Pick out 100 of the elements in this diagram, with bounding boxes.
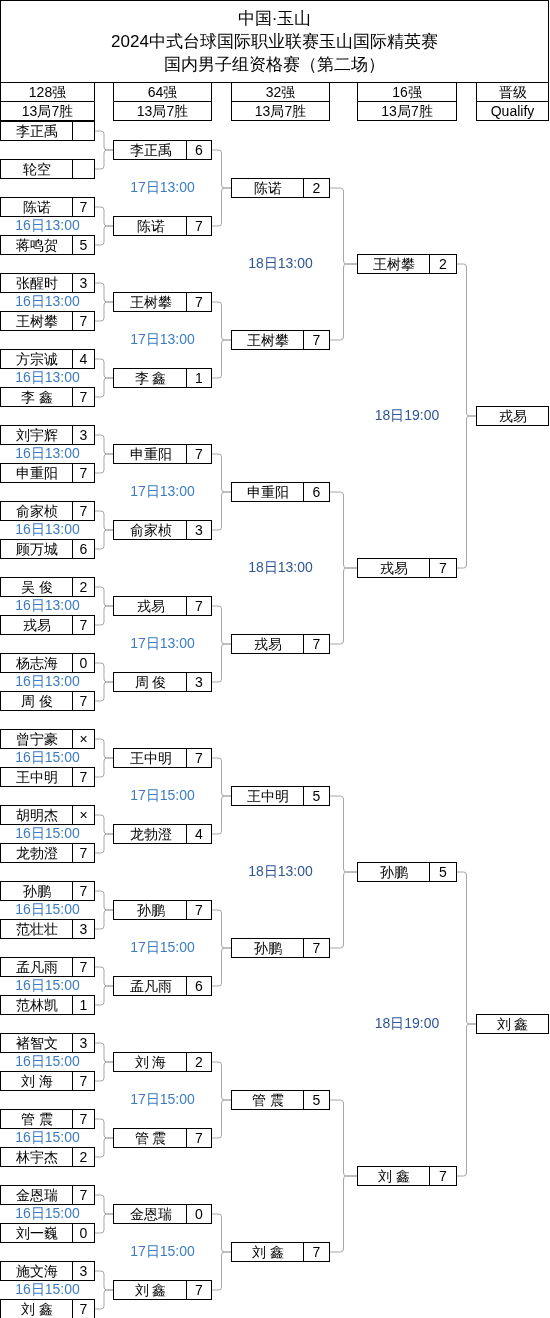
score-cell: 3 bbox=[72, 920, 94, 938]
player-name: 申重阳 bbox=[129, 445, 172, 463]
player-name: 林宇杰 bbox=[16, 1148, 58, 1166]
player-slot bbox=[0, 957, 95, 977]
score-cell: 7 bbox=[72, 1300, 94, 1318]
bracket-line bbox=[211, 795, 232, 835]
match-time: 16日15:00 bbox=[15, 976, 80, 995]
bracket-line bbox=[456, 415, 477, 569]
match-time: 17日15:00 bbox=[130, 1242, 195, 1261]
player-name: 龙勃澄 bbox=[16, 844, 58, 862]
player-slot bbox=[0, 1223, 95, 1243]
player-slot bbox=[231, 1090, 330, 1110]
player-slot bbox=[0, 501, 95, 521]
bracket-line bbox=[94, 1289, 114, 1310]
player-name: 王树攀 bbox=[16, 312, 58, 330]
score-cell: × bbox=[72, 730, 94, 748]
player-slot bbox=[113, 596, 212, 616]
player-slot bbox=[113, 140, 212, 160]
round-sublabel: 13局7胜 bbox=[254, 102, 307, 120]
score-cell: 7 bbox=[72, 1072, 94, 1090]
player-slot bbox=[113, 748, 212, 768]
player-name: 王树攀 bbox=[373, 255, 415, 273]
match-time: 17日15:00 bbox=[130, 786, 195, 805]
round-label: 32强 bbox=[265, 83, 296, 101]
player-name: 戎易 bbox=[23, 616, 51, 634]
player-slot bbox=[0, 349, 95, 369]
player-slot bbox=[0, 387, 95, 407]
player-slot bbox=[0, 463, 95, 483]
player-name: 戎易 bbox=[136, 597, 165, 615]
player-slot bbox=[357, 862, 457, 882]
round-label: 16强 bbox=[392, 83, 422, 101]
player-slot bbox=[113, 1052, 212, 1072]
score-cell: 3 bbox=[186, 521, 211, 539]
player-slot bbox=[0, 159, 95, 179]
score-cell: 3 bbox=[72, 426, 94, 444]
score-cell: 7 bbox=[303, 635, 329, 653]
score-cell: 7 bbox=[72, 198, 94, 216]
score-cell: 7 bbox=[303, 331, 329, 349]
score-cell: 2 bbox=[429, 255, 456, 273]
player-name: 王树攀 bbox=[129, 293, 172, 311]
bracket-line bbox=[211, 643, 232, 683]
player-name: 刘 鑫 bbox=[378, 1167, 410, 1185]
round-header bbox=[0, 82, 95, 121]
player-slot bbox=[0, 121, 95, 141]
score-cell: 3 bbox=[72, 1262, 94, 1280]
score-cell: 7 bbox=[72, 1110, 94, 1128]
score-cell: 0 bbox=[72, 654, 94, 672]
player-name: 孟凡雨 bbox=[129, 977, 172, 995]
player-slot bbox=[231, 330, 330, 350]
score-cell: 2 bbox=[186, 1053, 211, 1071]
player-name: 吴 俊 bbox=[21, 578, 53, 596]
match-time: 18日13:00 bbox=[248, 862, 313, 881]
score-cell: 7 bbox=[72, 692, 94, 710]
player-name: 顾万城 bbox=[16, 540, 58, 558]
title-box bbox=[0, 0, 549, 83]
bracket-line bbox=[94, 301, 114, 322]
player-slot bbox=[113, 1128, 212, 1148]
round-header bbox=[231, 82, 330, 121]
player-name: 褚智文 bbox=[16, 1034, 58, 1052]
player-slot bbox=[231, 178, 330, 198]
match-time: 16日15:00 bbox=[15, 824, 80, 843]
bracket-line bbox=[94, 149, 114, 170]
player-name: 周 俊 bbox=[134, 673, 167, 691]
round-header bbox=[357, 82, 457, 121]
score-cell: 3 bbox=[72, 274, 94, 292]
bracket-line bbox=[94, 985, 114, 1006]
player-slot bbox=[0, 197, 95, 217]
bracket-line bbox=[94, 529, 114, 550]
score-cell: 7 bbox=[72, 958, 94, 976]
player-slot bbox=[113, 444, 212, 464]
player-slot bbox=[0, 235, 95, 255]
player-slot bbox=[113, 824, 212, 844]
player-slot bbox=[357, 254, 457, 274]
round-label: 晋级 bbox=[498, 83, 527, 101]
match-time: 16日15:00 bbox=[15, 748, 80, 767]
round-sublabel: 13局7胜 bbox=[21, 102, 74, 120]
player-name: 胡明杰 bbox=[16, 806, 58, 824]
player-slot bbox=[0, 425, 95, 445]
bracket-line bbox=[211, 1251, 232, 1291]
bracket-line bbox=[94, 833, 114, 854]
score-cell: 7 bbox=[186, 901, 211, 919]
player-name: 张醒时 bbox=[16, 274, 58, 292]
player-slot bbox=[0, 881, 95, 901]
score-cell: 4 bbox=[72, 350, 94, 368]
player-slot bbox=[231, 1242, 330, 1262]
score-cell: 3 bbox=[186, 673, 211, 691]
player-name: 陈诺 bbox=[136, 217, 165, 235]
score-cell: 6 bbox=[72, 540, 94, 558]
match-time: 17日15:00 bbox=[130, 938, 195, 957]
player-name: 王中明 bbox=[16, 768, 58, 786]
player-name: 王中明 bbox=[247, 787, 289, 805]
player-slot bbox=[0, 1147, 95, 1167]
score-cell: 4 bbox=[186, 825, 211, 843]
player-name: 陈诺 bbox=[254, 179, 282, 197]
match-time: 17日13:00 bbox=[130, 634, 195, 653]
match-time: 18日13:00 bbox=[248, 558, 313, 577]
player-name: 刘 鑫 bbox=[21, 1300, 53, 1318]
bracket-line bbox=[456, 1023, 477, 1177]
player-slot bbox=[0, 1109, 95, 1129]
match-time: 16日15:00 bbox=[15, 900, 80, 919]
